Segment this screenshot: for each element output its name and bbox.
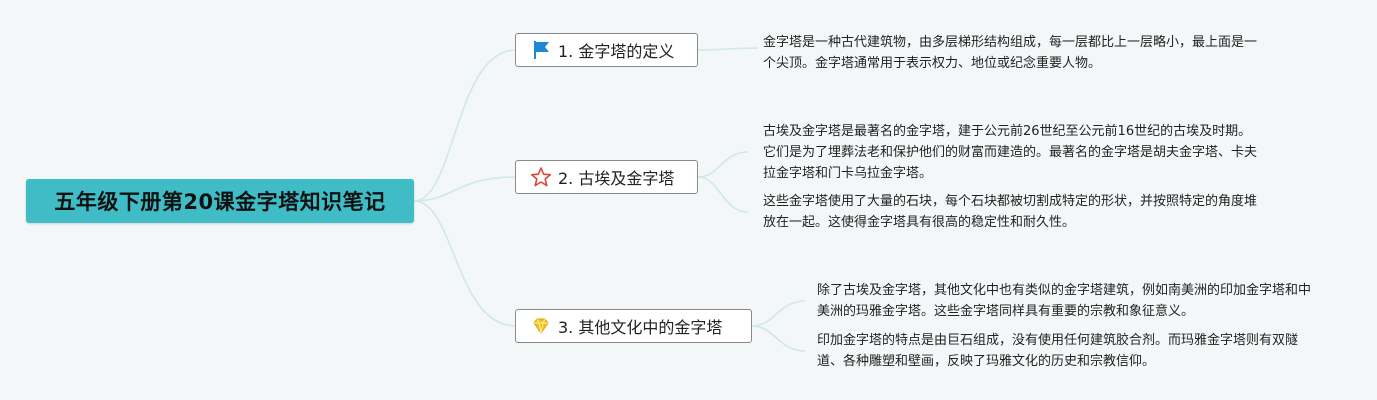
branch-label: 3. 其他文化中的金字塔 [558, 318, 723, 337]
connector-root-branch-3 [413, 200, 517, 327]
branch-definition[interactable]: 1. 金字塔的定义 [515, 33, 698, 67]
connector-root-branch-1 [413, 49, 517, 202]
note-egyptian-history: 古埃及金字塔是最著名的金字塔，建于公元前26世纪至公元前16世纪的古埃及时期。它… [763, 124, 1258, 181]
blue-flag-icon [530, 39, 552, 61]
connector-root-branch-2 [413, 176, 517, 202]
connector-branch-2-note-2 [697, 176, 749, 213]
note-definition: 金字塔是一种古代建筑物，由多层梯形结构组成，每一层都比上一层略小，最上面是一个尖… [763, 35, 1258, 71]
connector-branch-3-note-1 [751, 300, 806, 327]
connector-branch-2-note-1 [697, 151, 749, 178]
connector-branch-1-note-1 [697, 47, 759, 51]
note-inca-maya-features: 印加金字塔的特点是由巨石组成，没有使用任何建筑胶合剂。而玛雅金字塔则有双隧道、各… [817, 333, 1299, 369]
yellow-diamond-icon [530, 315, 552, 337]
branch-label: 1. 金字塔的定义 [558, 42, 675, 61]
branch-other-cultures[interactable]: 3. 其他文化中的金字塔 [515, 309, 752, 343]
branch-egyptian-pyramids[interactable]: 2. 古埃及金字塔 [515, 160, 698, 194]
connector-branch-3-note-2 [751, 325, 806, 352]
root-topic[interactable]: 五年级下册第20课金字塔知识笔记 [26, 179, 414, 223]
note-egyptian-construction: 这些金字塔使用了大量的石块，每个石块都被切割成特定的形状，并按照特定的角度堆放在… [763, 194, 1258, 230]
red-star-outline-icon [530, 166, 552, 188]
note-other-cultures-examples: 除了古埃及金字塔，其他文化中也有类似的金字塔建筑，例如南美洲的印加金字塔和中美洲… [817, 283, 1312, 319]
branch-label: 2. 古埃及金字塔 [558, 169, 675, 188]
